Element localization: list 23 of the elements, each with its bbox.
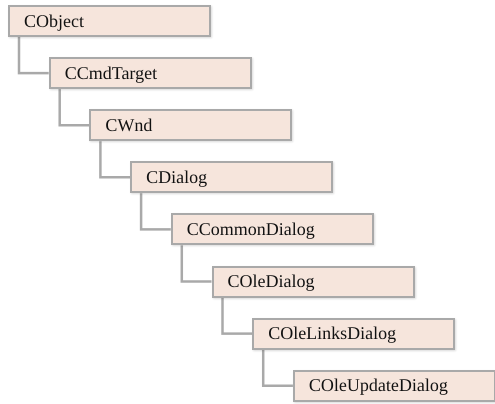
class-box (292, 370, 495, 402)
class-name: CDialog (146, 166, 208, 188)
class-box (89, 109, 292, 142)
class-name: CCommonDialog (186, 218, 315, 240)
class-name: CWnd (105, 114, 152, 136)
class-box (48, 57, 252, 90)
connector-line (140, 193, 171, 231)
class-box (212, 266, 414, 298)
class-name: COleDialog (228, 271, 314, 292)
connector-line (180, 245, 212, 283)
class-name: CObject (24, 10, 84, 32)
connector-line (221, 298, 252, 335)
connector-line (18, 37, 49, 74)
connector-line (58, 89, 90, 126)
connector-line (262, 350, 293, 387)
class-box (170, 213, 374, 246)
class-name: COleUpdateDialog (308, 375, 448, 396)
class-name: CCmdTarget (64, 62, 158, 84)
connector-line (99, 141, 130, 179)
class-box (8, 5, 211, 37)
class-box (252, 318, 456, 350)
class-name: COleLinksDialog (268, 323, 396, 344)
class-box (130, 161, 334, 194)
